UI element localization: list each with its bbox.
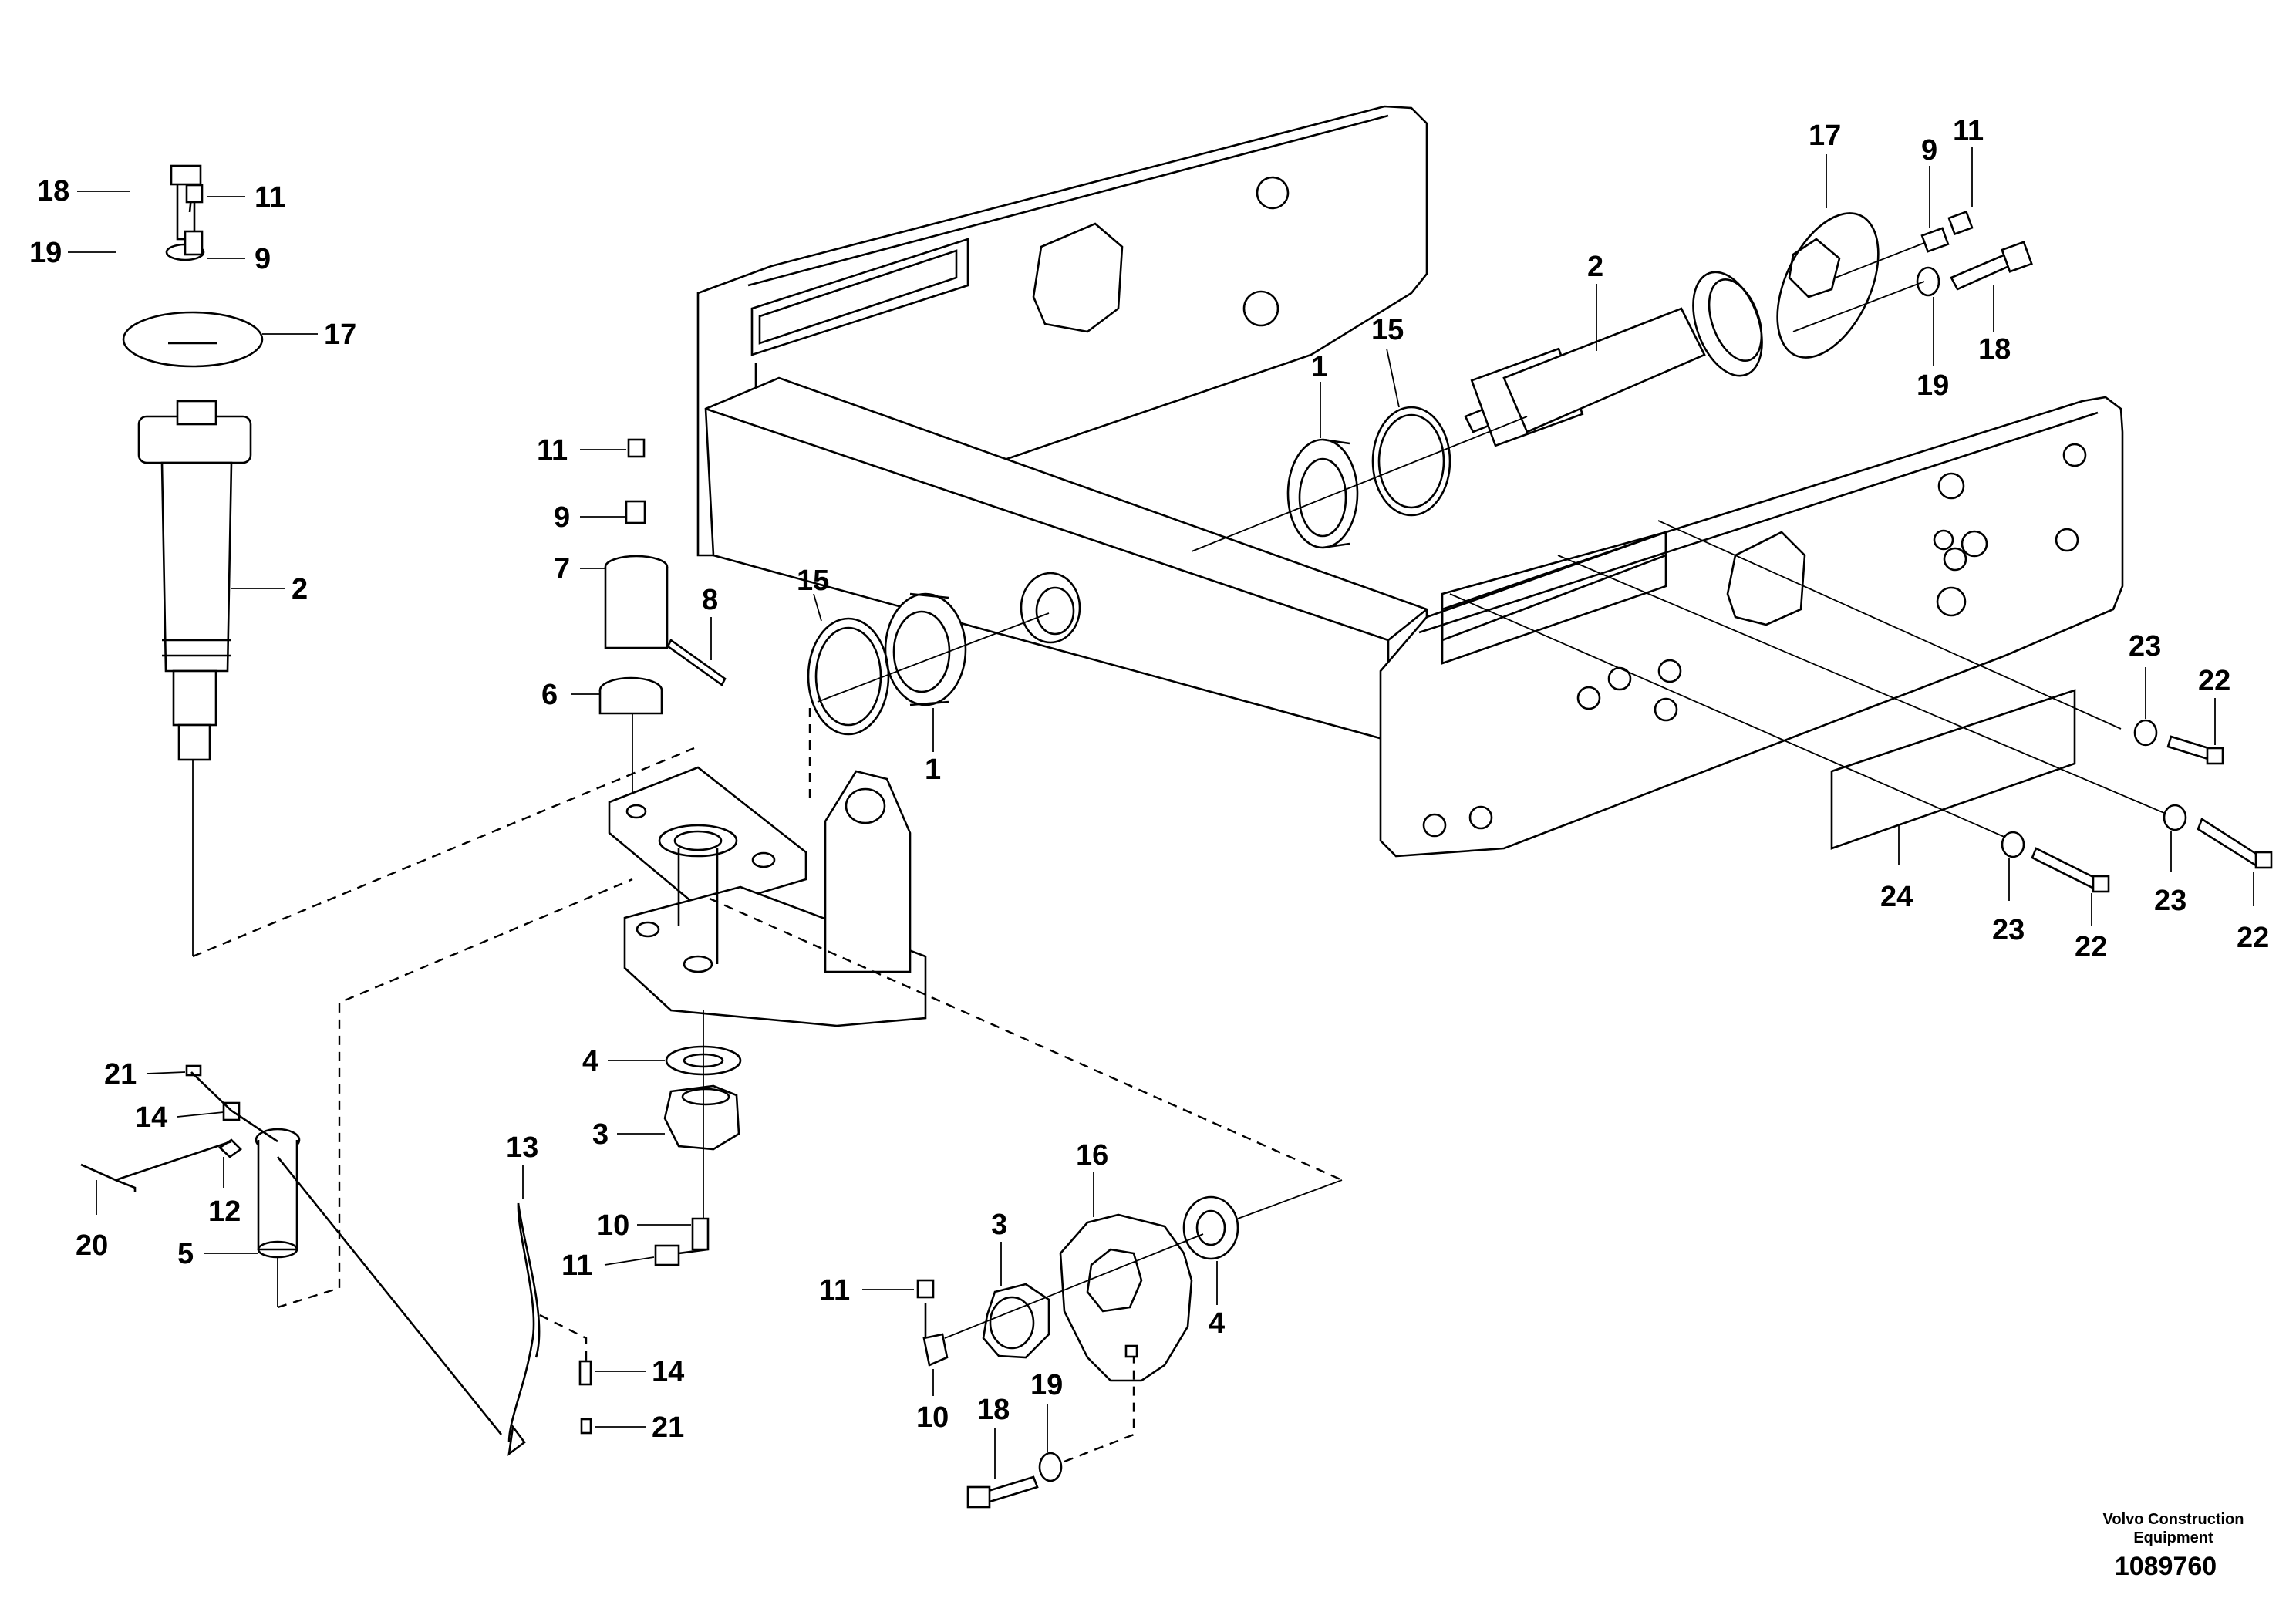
callout-22-c: 22	[2237, 922, 2269, 954]
callout-14-low: 14	[652, 1356, 684, 1388]
callout-9-topleft: 9	[255, 243, 271, 275]
cable-13	[276, 1156, 592, 1456]
callout-2-left: 2	[292, 573, 308, 605]
callout-4-mid: 4	[582, 1045, 598, 1077]
callout-23-a: 23	[2129, 630, 2161, 663]
callout-23-b: 23	[1992, 914, 2025, 946]
frame-rear-slot	[750, 238, 969, 356]
callout-11-topleft: 11	[255, 181, 285, 214]
lock-plate-16	[1059, 1213, 1193, 1382]
callout-17-left: 17	[324, 319, 356, 351]
callout-11-mid: 11	[537, 434, 568, 467]
callout-18-bottom: 18	[977, 1394, 1010, 1426]
callout-1-top: 1	[1311, 351, 1327, 383]
callout-21-left: 21	[104, 1058, 137, 1091]
callout-9-mid: 9	[554, 501, 570, 534]
callout-9-top: 9	[1921, 134, 1937, 167]
frame-rear-hex-cutout	[1032, 222, 1124, 333]
callout-3-low: 3	[991, 1209, 1007, 1241]
fitting-lower	[916, 1279, 949, 1367]
callout-11-bottom: 11	[819, 1274, 850, 1307]
callout-18-left: 18	[37, 175, 69, 207]
callout-7: 7	[554, 553, 570, 585]
seal-15-upper	[1371, 406, 1451, 517]
callout-23-c: 23	[2154, 885, 2186, 917]
callout-18-right: 18	[1978, 333, 2011, 366]
callout-14-left: 14	[135, 1101, 167, 1134]
nut-3-lower	[982, 1283, 1050, 1359]
mounting-bracket	[608, 766, 927, 1027]
callout-8: 8	[702, 584, 718, 616]
callout-24: 24	[1880, 881, 1913, 913]
frame-assembly	[696, 105, 2124, 858]
pivot-pin-right	[1464, 271, 1763, 447]
bushing-1-upper	[1286, 438, 1359, 549]
frame-beam-bore-outer	[1020, 572, 1081, 644]
fitting-left-11-9	[184, 184, 204, 256]
washer-4-lower	[1182, 1179, 1343, 1260]
callout-10-bottom: 10	[916, 1401, 949, 1434]
seal-15-lower	[807, 617, 890, 736]
callout-6: 6	[541, 679, 558, 711]
washer-nut-stack-mid	[654, 1010, 742, 1266]
pin-5-lower-left	[80, 1064, 301, 1307]
bolt-washer-lower	[966, 1357, 1135, 1509]
callout-22-b: 22	[2075, 931, 2107, 963]
callout-1-left: 1	[925, 754, 941, 786]
dashed-assembly-lines	[192, 702, 1343, 1309]
callout-21-low: 21	[652, 1411, 684, 1444]
grease-fitting-right	[1835, 210, 1974, 278]
callout-17-top: 17	[1809, 120, 1841, 152]
callout-12: 12	[208, 1195, 241, 1228]
lock-plate-17-right	[1776, 212, 1880, 359]
callout-19-right: 19	[1917, 369, 1949, 402]
callout-19-bottom: 19	[1030, 1369, 1063, 1401]
callout-13: 13	[506, 1131, 538, 1164]
company-name-line2: Equipment	[2133, 1529, 2213, 1546]
frame-front-hex-cutout	[1726, 531, 1806, 626]
mid-pin-stack	[598, 438, 727, 810]
callouts: 18 19 11 9 17 2 11 9 7 8 6 15 1 1 15 2	[29, 115, 2269, 1479]
drawing-footer: Volvo Construction Equipment 1089760	[2103, 1511, 2244, 1581]
callout-19-left: 19	[29, 237, 62, 269]
drawing-number: 1089760	[2115, 1552, 2217, 1581]
callout-2-top: 2	[1587, 251, 1603, 283]
frame-front-slot	[1441, 531, 1667, 665]
callout-20: 20	[76, 1229, 108, 1262]
company-name-line1: Volvo Construction	[2103, 1511, 2244, 1528]
callout-3-mid: 3	[592, 1118, 609, 1151]
callout-16: 16	[1076, 1139, 1108, 1172]
callout-15-left: 15	[797, 565, 829, 597]
cover-plate-24	[1449, 520, 2176, 850]
callout-15-top: 15	[1371, 314, 1404, 346]
callout-10-mid: 10	[597, 1209, 629, 1242]
bushing-1-lower	[884, 592, 967, 706]
callout-5: 5	[177, 1238, 194, 1270]
callout-11-low: 11	[561, 1249, 592, 1282]
frame-front-plate	[1379, 396, 2124, 858]
washer-bolt-right	[1792, 241, 2033, 332]
callout-11-top: 11	[1953, 115, 1984, 147]
pivot-pin-left	[122, 164, 264, 956]
callout-22-a: 22	[2198, 665, 2230, 697]
bolts-22-washers-23	[2001, 719, 2273, 893]
callout-4-low: 4	[1209, 1307, 1225, 1340]
